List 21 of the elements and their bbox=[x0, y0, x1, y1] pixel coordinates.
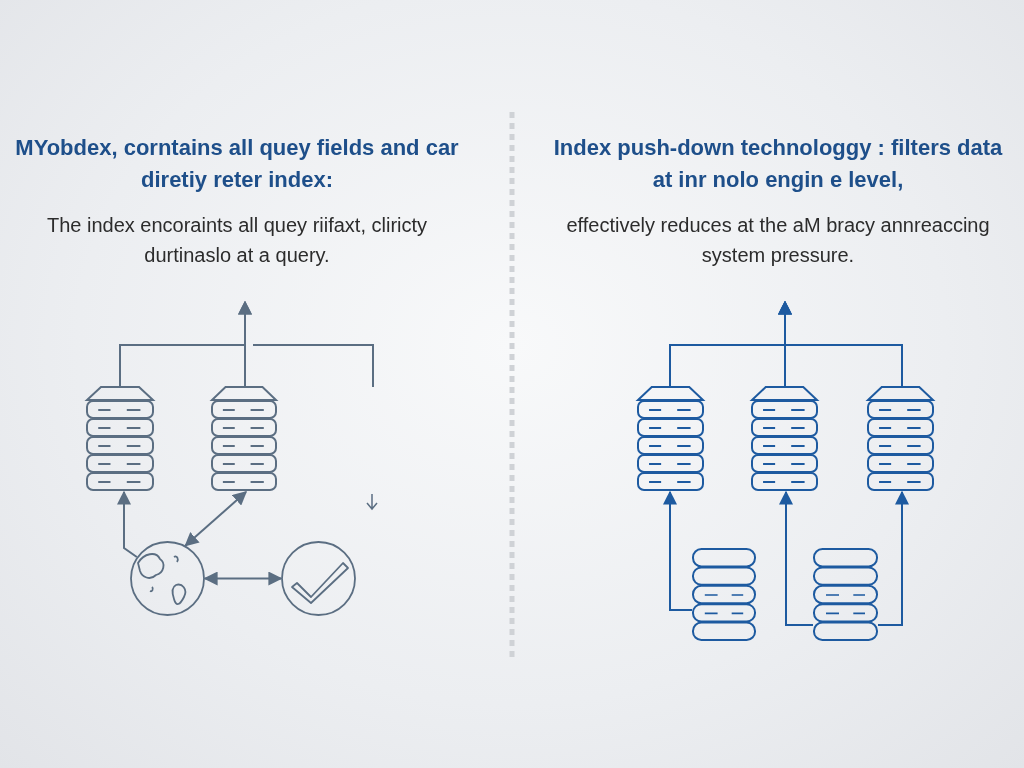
database-icon bbox=[692, 548, 756, 642]
server-stack-icon bbox=[751, 386, 818, 492]
globe-icon bbox=[130, 541, 205, 616]
server-stack-icon bbox=[211, 386, 277, 492]
heading: MYobdex, corntains all quey fields and car diretiy reter index: bbox=[14, 134, 460, 194]
description: effectively reduces at the aM bracy annreaccing system pressure. bbox=[565, 213, 991, 268]
arrow bbox=[663, 490, 693, 611]
description: The index encoraints all quey riifaxt, cliricty durtinaslo at a query. bbox=[45, 213, 429, 268]
server-stack-icon bbox=[867, 386, 934, 492]
arrow bbox=[778, 300, 903, 387]
checkmark-icon bbox=[281, 541, 356, 616]
arrow bbox=[117, 490, 138, 558]
arrow bbox=[779, 490, 814, 626]
arrow bbox=[203, 571, 283, 586]
database-icon bbox=[813, 548, 878, 642]
arrow bbox=[184, 491, 248, 547]
arrow bbox=[877, 490, 909, 626]
heading: Index push-down technologgy : filters data at inr nolo engin e level, bbox=[552, 134, 1004, 194]
server-stack-icon bbox=[637, 386, 704, 492]
arrow bbox=[238, 300, 252, 387]
server-stack-icon bbox=[86, 386, 154, 492]
